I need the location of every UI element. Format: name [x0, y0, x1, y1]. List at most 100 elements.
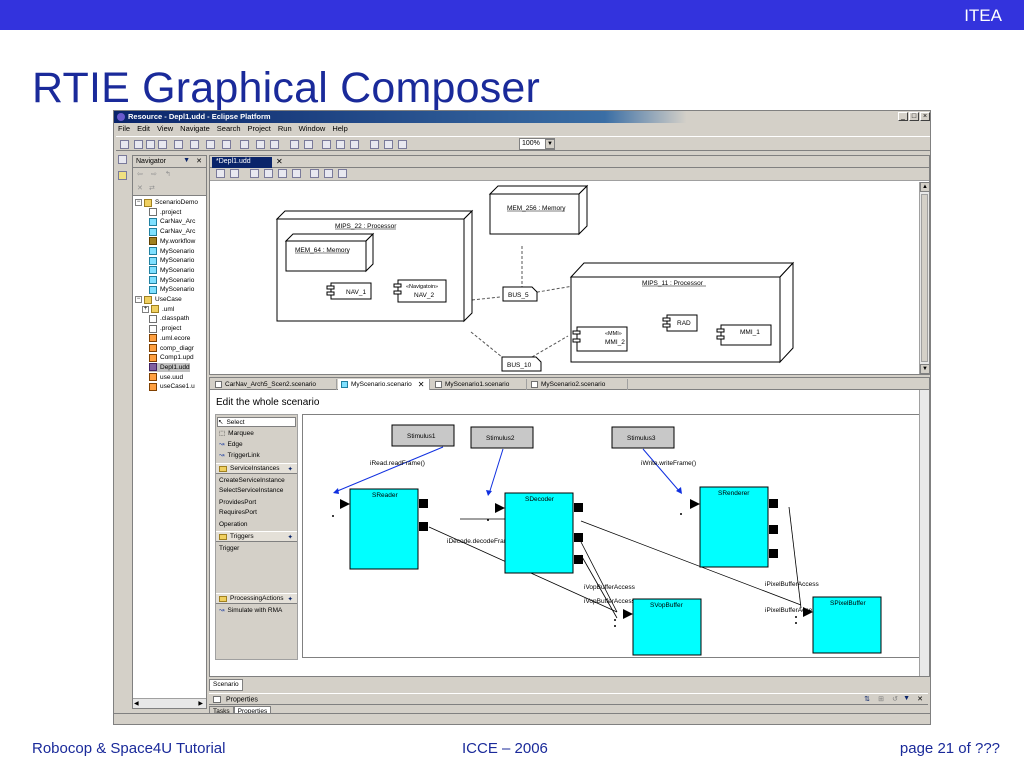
close-button[interactable]: × — [920, 112, 930, 121]
select-tool-icon[interactable] — [216, 169, 225, 178]
menu-run[interactable]: Run — [277, 124, 292, 133]
palette-trigger[interactable]: Trigger — [219, 543, 239, 553]
tree-item[interactable]: Comp1.upd — [149, 353, 194, 362]
view-menu-icon[interactable]: ▼ — [183, 157, 190, 164]
link-sdecoder-spixelbuffer[interactable] — [580, 520, 802, 606]
tree-item[interactable]: .classpath — [149, 314, 189, 323]
run-icon[interactable] — [190, 140, 199, 149]
drawer-triggers[interactable]: Triggers ✦ — [216, 531, 297, 542]
link-sdecoder-svopbuffer-2[interactable] — [580, 554, 618, 619]
forward-icon[interactable]: ⇨ — [151, 171, 157, 178]
chevron-down-icon[interactable]: ▼ — [545, 139, 555, 149]
save-all-icon[interactable] — [146, 140, 155, 149]
tree-item[interactable]: MyScenario — [149, 266, 194, 275]
link-mips22-bus5[interactable] — [471, 296, 501, 301]
save-icon[interactable] — [134, 140, 143, 149]
link-bus10-mips11[interactable] — [531, 335, 569, 358]
back-icon[interactable] — [256, 140, 265, 149]
pin-icon[interactable]: ✦ — [287, 533, 293, 541]
palette-triggerlink[interactable]: ↝ TriggerLink — [219, 450, 260, 460]
tree-item[interactable]: −UseCase — [135, 295, 182, 304]
note-tool-icon[interactable] — [338, 169, 347, 178]
scroll-down-icon[interactable]: ▼ — [920, 364, 930, 374]
zoom-tool-icon[interactable] — [230, 169, 239, 178]
forward-icon[interactable] — [270, 140, 279, 149]
tree-item[interactable]: My.workflow — [149, 237, 195, 246]
scenario-canvas[interactable]: Stimulus1 Stimulus2 Stimulus3 iRead.read… — [302, 414, 921, 658]
tab-myscenario1[interactable]: MyScenario1.scenario — [432, 379, 527, 390]
service-srenderer[interactable]: SRenderer — [680, 486, 778, 568]
tab-myscenario2[interactable]: MyScenario2.scenario — [528, 379, 628, 390]
tree-item[interactable]: MyScenario — [149, 256, 194, 265]
device-tool-icon[interactable] — [278, 169, 287, 178]
service-spixelbuffer[interactable]: SPixelBuffer — [795, 596, 882, 654]
node-mem64[interactable]: MEM_64 : Memory — [284, 232, 375, 273]
perspective-icon[interactable] — [118, 155, 127, 164]
close-icon[interactable]: ✕ — [417, 380, 425, 389]
scroll-thumb[interactable] — [921, 194, 928, 362]
palette-operation[interactable]: Operation — [219, 519, 248, 529]
tree-item[interactable]: CarNav_Arc — [149, 227, 195, 236]
line-tool-icon[interactable] — [310, 169, 319, 178]
menu-help[interactable]: Help — [332, 124, 348, 133]
restore-icon[interactable]: ↺ — [892, 696, 898, 703]
link-mips22-bus10[interactable] — [470, 331, 503, 358]
palette-simulate[interactable]: ↝ Simulate with RMA — [219, 605, 282, 615]
scroll-right-icon[interactable]: ▶ — [198, 701, 203, 707]
align-bottom-icon[interactable] — [398, 140, 407, 149]
print-icon[interactable] — [158, 140, 167, 149]
node-tool-icon[interactable] — [250, 169, 259, 178]
menu-file[interactable]: File — [118, 124, 131, 133]
pin-icon[interactable]: ✦ — [287, 595, 293, 603]
navigator-hscroll[interactable]: ◀ ▶ — [133, 698, 206, 708]
tree-item[interactable]: Depl1.udd — [149, 362, 190, 372]
drawer-serviceinstances[interactable]: ServiceInstances ✦ — [216, 463, 297, 474]
debug-icon[interactable] — [174, 140, 183, 149]
expand-toggle-icon[interactable]: + — [142, 305, 149, 313]
up-icon[interactable]: ↰ — [165, 171, 171, 178]
editor-vscroll[interactable]: ▲ ▼ — [919, 182, 930, 374]
tab-depl1[interactable]: *Depl1.udd — [212, 157, 272, 168]
tree-item[interactable]: .uml.ecore — [149, 334, 190, 343]
align-center-icon[interactable] — [336, 140, 345, 149]
collapse-all-icon[interactable]: ✕ — [137, 185, 143, 192]
palette-edge[interactable]: ↝ Edge — [219, 439, 243, 449]
stimulus-2[interactable]: Stimulus2 — [470, 426, 534, 449]
tree-item[interactable]: useCase1.u — [149, 382, 195, 391]
component-tool-icon[interactable] — [264, 169, 273, 178]
menu-edit[interactable]: Edit — [137, 124, 151, 133]
scroll-up-icon[interactable]: ▲ — [920, 182, 930, 192]
close-icon[interactable]: ✕ — [276, 157, 283, 166]
tab-myscenario[interactable]: MyScenario.scenario ✕ — [338, 379, 430, 390]
open-type-icon[interactable] — [222, 140, 231, 149]
node-mem256[interactable]: MEM_256 : Memory — [488, 184, 589, 236]
pin-icon[interactable]: ✦ — [287, 465, 293, 473]
service-sreader[interactable]: SReader — [332, 488, 428, 570]
service-svopbuffer[interactable]: SVopBuffer — [614, 598, 702, 656]
align-middle-icon[interactable] — [384, 140, 393, 149]
filter-icon[interactable]: ⊞ — [878, 696, 884, 703]
trigger-stimulus3[interactable] — [642, 448, 681, 493]
node-bus5[interactable]: BUS_5 — [502, 286, 538, 302]
component-rad[interactable]: RAD — [662, 314, 698, 332]
component-nav1[interactable]: NAV_1 — [326, 282, 372, 300]
tree-item[interactable]: −ScenarioDemo — [135, 198, 198, 207]
trigger-stimulus1[interactable] — [334, 446, 444, 493]
dependency-tool-icon[interactable] — [324, 169, 333, 178]
close-icon[interactable]: ✕ — [196, 158, 202, 165]
tree-item[interactable]: .project — [149, 208, 181, 217]
stimulus-3[interactable]: Stimulus3 — [611, 426, 675, 449]
drawer-processingactions[interactable]: ProcessingActions ✦ — [216, 593, 297, 604]
menu-project[interactable]: Project — [247, 124, 271, 133]
menu-navigate[interactable]: Navigate — [180, 124, 210, 133]
menu-window[interactable]: Window — [298, 124, 326, 133]
link-sdecoder-svopbuffer[interactable] — [580, 541, 618, 613]
tree-icon[interactable]: ⇅ — [864, 696, 870, 703]
component-mmi1[interactable]: MMI_1 — [716, 324, 772, 346]
tree-item[interactable]: .project — [149, 324, 181, 333]
menu-search[interactable]: Search — [216, 124, 241, 133]
palette-providesport[interactable]: ProvidesPort — [219, 497, 256, 507]
tree-item[interactable]: MyScenario — [149, 285, 194, 294]
component-nav2[interactable]: «Navigatoin» NAV_2 — [393, 279, 447, 303]
tree-item[interactable]: use.uud — [149, 373, 183, 382]
